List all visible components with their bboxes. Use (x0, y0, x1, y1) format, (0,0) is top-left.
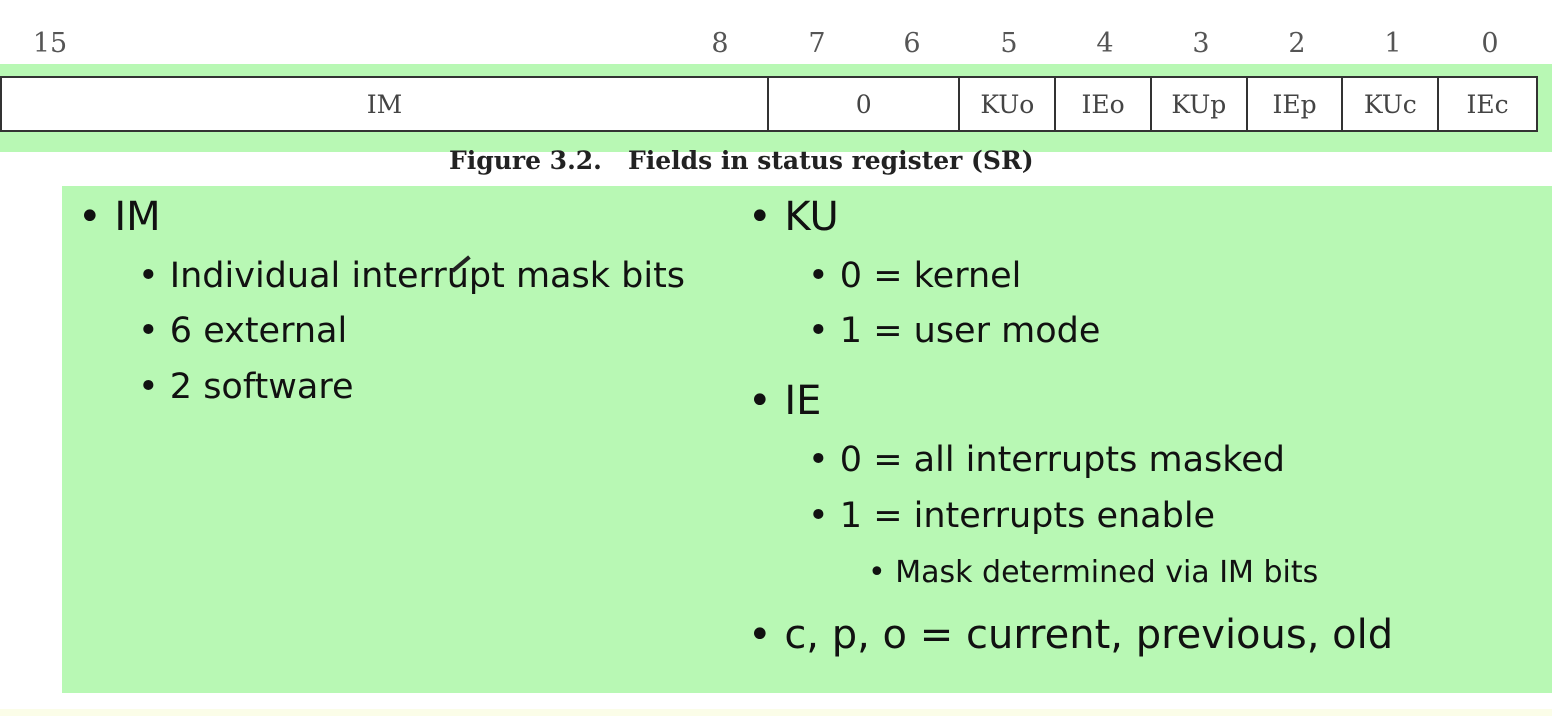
im-heading: • IM (78, 194, 161, 240)
im-item-text: Individual interrupt mask bits (169, 256, 686, 296)
bit-number-7: 7 (808, 28, 826, 59)
bit-number-8: 8 (711, 28, 729, 59)
ku-item-2: • 1 = user mode (808, 311, 1101, 351)
ie-item-text: 0 = all interrupts masked (839, 440, 1286, 480)
ie-item-2: • 1 = interrupts enable (808, 496, 1216, 536)
ku-heading-text: KU (784, 194, 839, 240)
bit-number-3: 3 (1192, 28, 1210, 59)
im-item-2: • 6 external (138, 311, 348, 351)
notes-panel (62, 186, 1552, 693)
im-item-text: 2 software (169, 367, 354, 407)
ie-item-1: • 0 = all interrupts masked (808, 440, 1286, 480)
im-item-text: 6 external (169, 311, 348, 351)
field-iec: IEc (1466, 89, 1509, 119)
field-kup: KUp (1152, 78, 1248, 130)
ie-subitem: • Mask determined via IM bits (868, 555, 1319, 590)
ku-item-text: 1 = user mode (839, 311, 1101, 351)
bit-number-5: 5 (1000, 28, 1018, 59)
ku-item-text: 0 = kernel (839, 256, 1022, 296)
bit-number-0: 0 (1481, 28, 1499, 59)
ku-item-1: • 0 = kernel (808, 256, 1022, 296)
field-kuc: KUc (1343, 78, 1440, 130)
ie-item-text: 1 = interrupts enable (839, 496, 1216, 536)
bit-number-2: 2 (1288, 28, 1306, 59)
ku-heading: • KU (748, 194, 839, 240)
field-iep: IEp (1248, 78, 1344, 130)
bit-number-15: 15 (32, 28, 68, 59)
bit-number-6: 6 (903, 28, 921, 59)
field-im: IM (2, 78, 769, 130)
field-kuo: KUo (960, 78, 1057, 130)
field-ieo: IEo (1056, 78, 1152, 130)
im-heading-text: IM (114, 194, 161, 240)
ie-heading: • IE (748, 378, 822, 424)
ie-subitem-text: Mask determined via IM bits (895, 555, 1319, 590)
figure-caption: Figure 3.2. Fields in status register (S… (449, 146, 1034, 175)
field-zero: 0 (769, 78, 961, 130)
im-item-3: • 2 software (138, 367, 354, 407)
bit-number-4: 4 (1096, 28, 1114, 59)
cpo-line-text: c, p, o = current, previous, old (784, 612, 1394, 658)
cpo-line: • c, p, o = current, previous, old (748, 612, 1394, 658)
ie-heading-text: IE (784, 378, 822, 424)
bit-number-1: 1 (1384, 28, 1402, 59)
bottom-strip (0, 709, 1552, 716)
im-item-1: • Individual interrupt mask bits (138, 256, 686, 296)
status-register-diagram: IM 0 KUo IEo KUp IEp KUc IEc (0, 76, 1538, 132)
